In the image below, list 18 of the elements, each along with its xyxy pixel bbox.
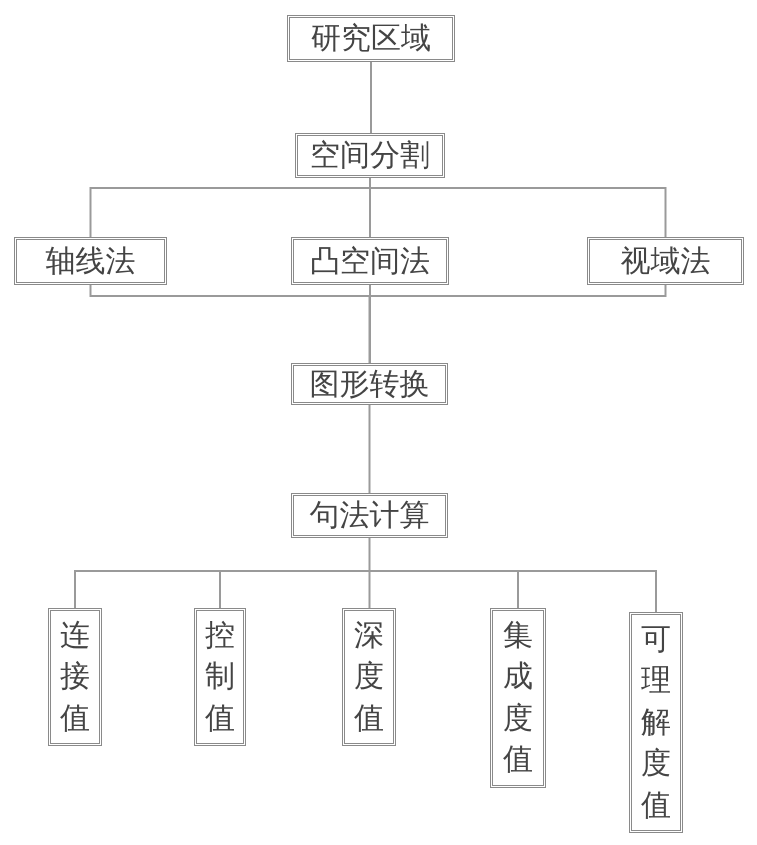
- process-box: 集成度值: [490, 608, 546, 788]
- connector-line: [368, 538, 657, 612]
- process-box: 句法计算: [291, 493, 448, 538]
- connector-line: [369, 285, 371, 363]
- process-box: 凸空间法: [291, 237, 449, 285]
- process-box: 视域法: [587, 237, 744, 285]
- process-box: 深度值: [342, 608, 396, 746]
- connector-line: [370, 62, 372, 133]
- process-box: 连接值: [48, 608, 102, 746]
- process-box: 轴线法: [14, 237, 167, 285]
- connector-line: [368, 405, 370, 493]
- process-box: 可理解度值: [629, 612, 683, 833]
- process-box: 控制值: [194, 608, 246, 746]
- process-box: 研究区域: [287, 15, 455, 62]
- connector-line: [368, 285, 666, 363]
- process-box: 图形转换: [291, 363, 448, 405]
- connector-line: [369, 178, 666, 237]
- process-box: 空间分割: [295, 133, 445, 178]
